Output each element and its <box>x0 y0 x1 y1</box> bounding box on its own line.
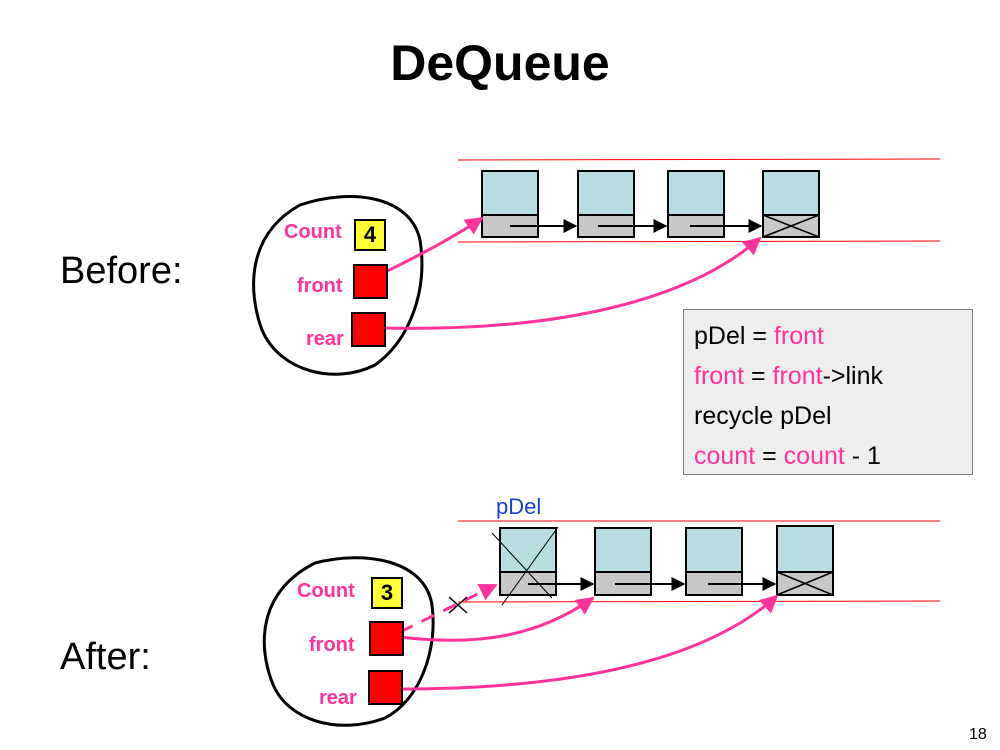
code-token: ->link <box>822 362 883 390</box>
code-line-2: front = front->link <box>694 356 972 396</box>
before-count-box: 4 <box>354 219 386 251</box>
after-rear-label: rear <box>319 687 357 709</box>
code-token: count <box>783 442 845 470</box>
code-token: count <box>694 442 756 470</box>
code-token: front <box>694 362 745 390</box>
before-node-1 <box>481 170 539 238</box>
code-token: front <box>772 362 823 390</box>
code-token: recycle pDel <box>694 402 832 430</box>
before-guide-top <box>457 158 941 161</box>
code-token: front <box>773 322 824 350</box>
after-front-label: front <box>309 634 355 656</box>
before-rear-box <box>351 312 386 347</box>
code-line-1: pDel = front <box>694 316 972 356</box>
after-count-box: 3 <box>371 577 403 609</box>
after-node-3 <box>776 525 834 596</box>
before-node-3 <box>667 170 725 238</box>
code-token: pDel = <box>694 322 774 350</box>
code-line-4: count = count - 1 <box>694 436 972 476</box>
before-head-outline <box>252 195 424 376</box>
before-rear-pointer <box>382 236 762 330</box>
before-count-label: Count <box>284 221 342 243</box>
before-guide-bottom <box>457 240 941 243</box>
after-count-label: Count <box>297 580 355 602</box>
after-head-outline <box>262 556 435 727</box>
code-token: = <box>755 442 784 470</box>
after-guide-bottom <box>457 600 941 603</box>
after-front-box <box>369 621 404 656</box>
before-front-box <box>353 264 388 299</box>
before-node-4 <box>762 170 820 238</box>
after-old-front-pointer <box>399 583 498 634</box>
after-front-pointer <box>391 596 595 642</box>
after-rear-pointer <box>389 594 779 691</box>
before-node-2 <box>577 170 635 238</box>
after-label: After: <box>60 636 151 678</box>
code-token: - 1 <box>844 442 881 470</box>
after-rear-box <box>368 670 403 705</box>
page-number: 18 <box>969 726 987 743</box>
code-token: = <box>744 362 773 390</box>
before-rear-label: rear <box>306 328 344 350</box>
after-deleted-node <box>491 526 559 606</box>
pdel-label: pDel <box>496 494 542 519</box>
code-box: pDel = front front = front->link recycle… <box>683 309 973 475</box>
before-front-pointer <box>372 216 484 280</box>
before-front-label: front <box>297 275 343 297</box>
code-line-3: recycle pDel <box>694 396 972 436</box>
after-cut-mark <box>448 596 468 614</box>
before-label: Before: <box>60 250 183 292</box>
slide-title: DeQueue <box>390 35 610 91</box>
